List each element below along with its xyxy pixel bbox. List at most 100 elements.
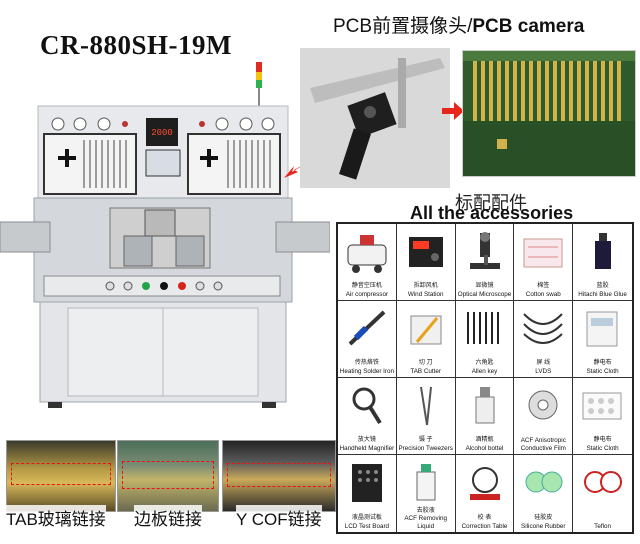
tab-glass-bonding-label: TAB玻璃链接 (6, 505, 106, 530)
accessory-name-en: ACF Anisotropic Conductive Film (520, 437, 566, 452)
test-board-icon (352, 464, 382, 502)
accessory-name-en: Heating Solder Iron (339, 367, 395, 375)
accessory-name-cn: 传热烙铁 (354, 360, 379, 366)
accessory-name-en: Wind Station (407, 290, 444, 298)
tab-glass-bonding-photo (6, 440, 116, 512)
accessory-name-cn: 去胶液 (416, 507, 435, 514)
lvds-cable-icon (523, 313, 564, 344)
accessory-name-en: TAB Cutter (410, 367, 442, 375)
magnifier-icon (352, 387, 382, 425)
accessory-name-en: Static Cloth (586, 367, 619, 375)
wind-station-icon (408, 237, 443, 267)
alcohol-bottle-icon (475, 387, 495, 424)
tower-light-yellow (256, 72, 262, 80)
accessory-name-en: Precision Tweezers (398, 444, 453, 452)
arrow-to-zoom-icon (442, 102, 464, 120)
edge-board-bonding-label: 边板链接 (134, 505, 202, 530)
accessory-name-cn: 拆卸风机 (413, 283, 438, 289)
air-compressor-icon (347, 235, 387, 273)
accessory-caption: Teflon (573, 523, 632, 531)
camera-title: PCB前置摄像头/PCB camera (333, 11, 584, 38)
accessory-name-cn: 静音空压机 (351, 283, 382, 289)
edge-board-bonding-photo (117, 440, 219, 512)
accessory-name-cn: 硅胶皮 (534, 515, 553, 521)
accessory-name-cn: 静电布 (593, 437, 612, 443)
accessory-name-en: Correction Table (461, 522, 508, 530)
accessory-name-cn: 校 表 (477, 515, 492, 521)
accessory-name-cn: 切 刀 (418, 360, 433, 366)
accessory-name-cn: 显微镜 (475, 283, 494, 289)
accessory-name-cn: 酒精瓶 (475, 437, 494, 443)
accessory-name-en: ACF Removing Liquid (404, 515, 448, 530)
accessory-item: ACF Anisotropic Conductive Film (514, 378, 574, 455)
static-cloth-box-icon (582, 392, 622, 420)
accessory-name-cn: 蓝胶 (596, 283, 609, 289)
accessory-name-en: Optical Microscope (457, 290, 512, 298)
cutter-icon (410, 315, 442, 345)
arrow-to-camera-icon (284, 160, 312, 178)
camera-title-en: PCB camera (472, 16, 585, 37)
glue-bottle-icon (595, 233, 612, 269)
accessory-name-en: Alcohol bottel (465, 444, 504, 452)
accessory-caption: ACF Anisotropic Conductive Film (514, 437, 572, 452)
accessories-title-cn: 标配配件 (455, 193, 527, 213)
removing-liquid-icon (416, 464, 436, 501)
accessory-name-cn: 液晶测试板 (351, 515, 382, 521)
bonding-machine-image: 2000 (0, 62, 330, 408)
accessory-name-en: Handheld Magnifier (339, 444, 395, 452)
accessory-name-en: Static Cloth (586, 444, 619, 452)
accessory-name-en: Teflon (594, 522, 611, 530)
microscope-icon (469, 232, 500, 269)
accessory-name-en: Silicone Rubber (521, 522, 566, 530)
acf-film-icon (528, 390, 558, 420)
accessory-name-en: Allen key (471, 367, 498, 375)
pcb-camera-photo (300, 48, 450, 188)
accessory-name-en: Air compressor (345, 290, 389, 298)
accessory-name-cn: 屏 线 (536, 360, 551, 366)
pcb-zoom-photo (462, 50, 636, 177)
solder-iron-icon (348, 310, 386, 346)
model-title: CR-880SH-19M (40, 30, 232, 60)
accessory-name-en: Cotton swab (525, 290, 561, 298)
accessory-name-cn: 放大镜 (357, 437, 376, 443)
static-cloth-icon (586, 311, 618, 347)
cof-bonding-photo (222, 440, 336, 512)
tweezers-icon (419, 386, 432, 426)
tower-light-red (256, 62, 262, 72)
temp-display: 2000 (151, 128, 173, 138)
accessory-name-en: LCD Test Board (344, 522, 390, 530)
